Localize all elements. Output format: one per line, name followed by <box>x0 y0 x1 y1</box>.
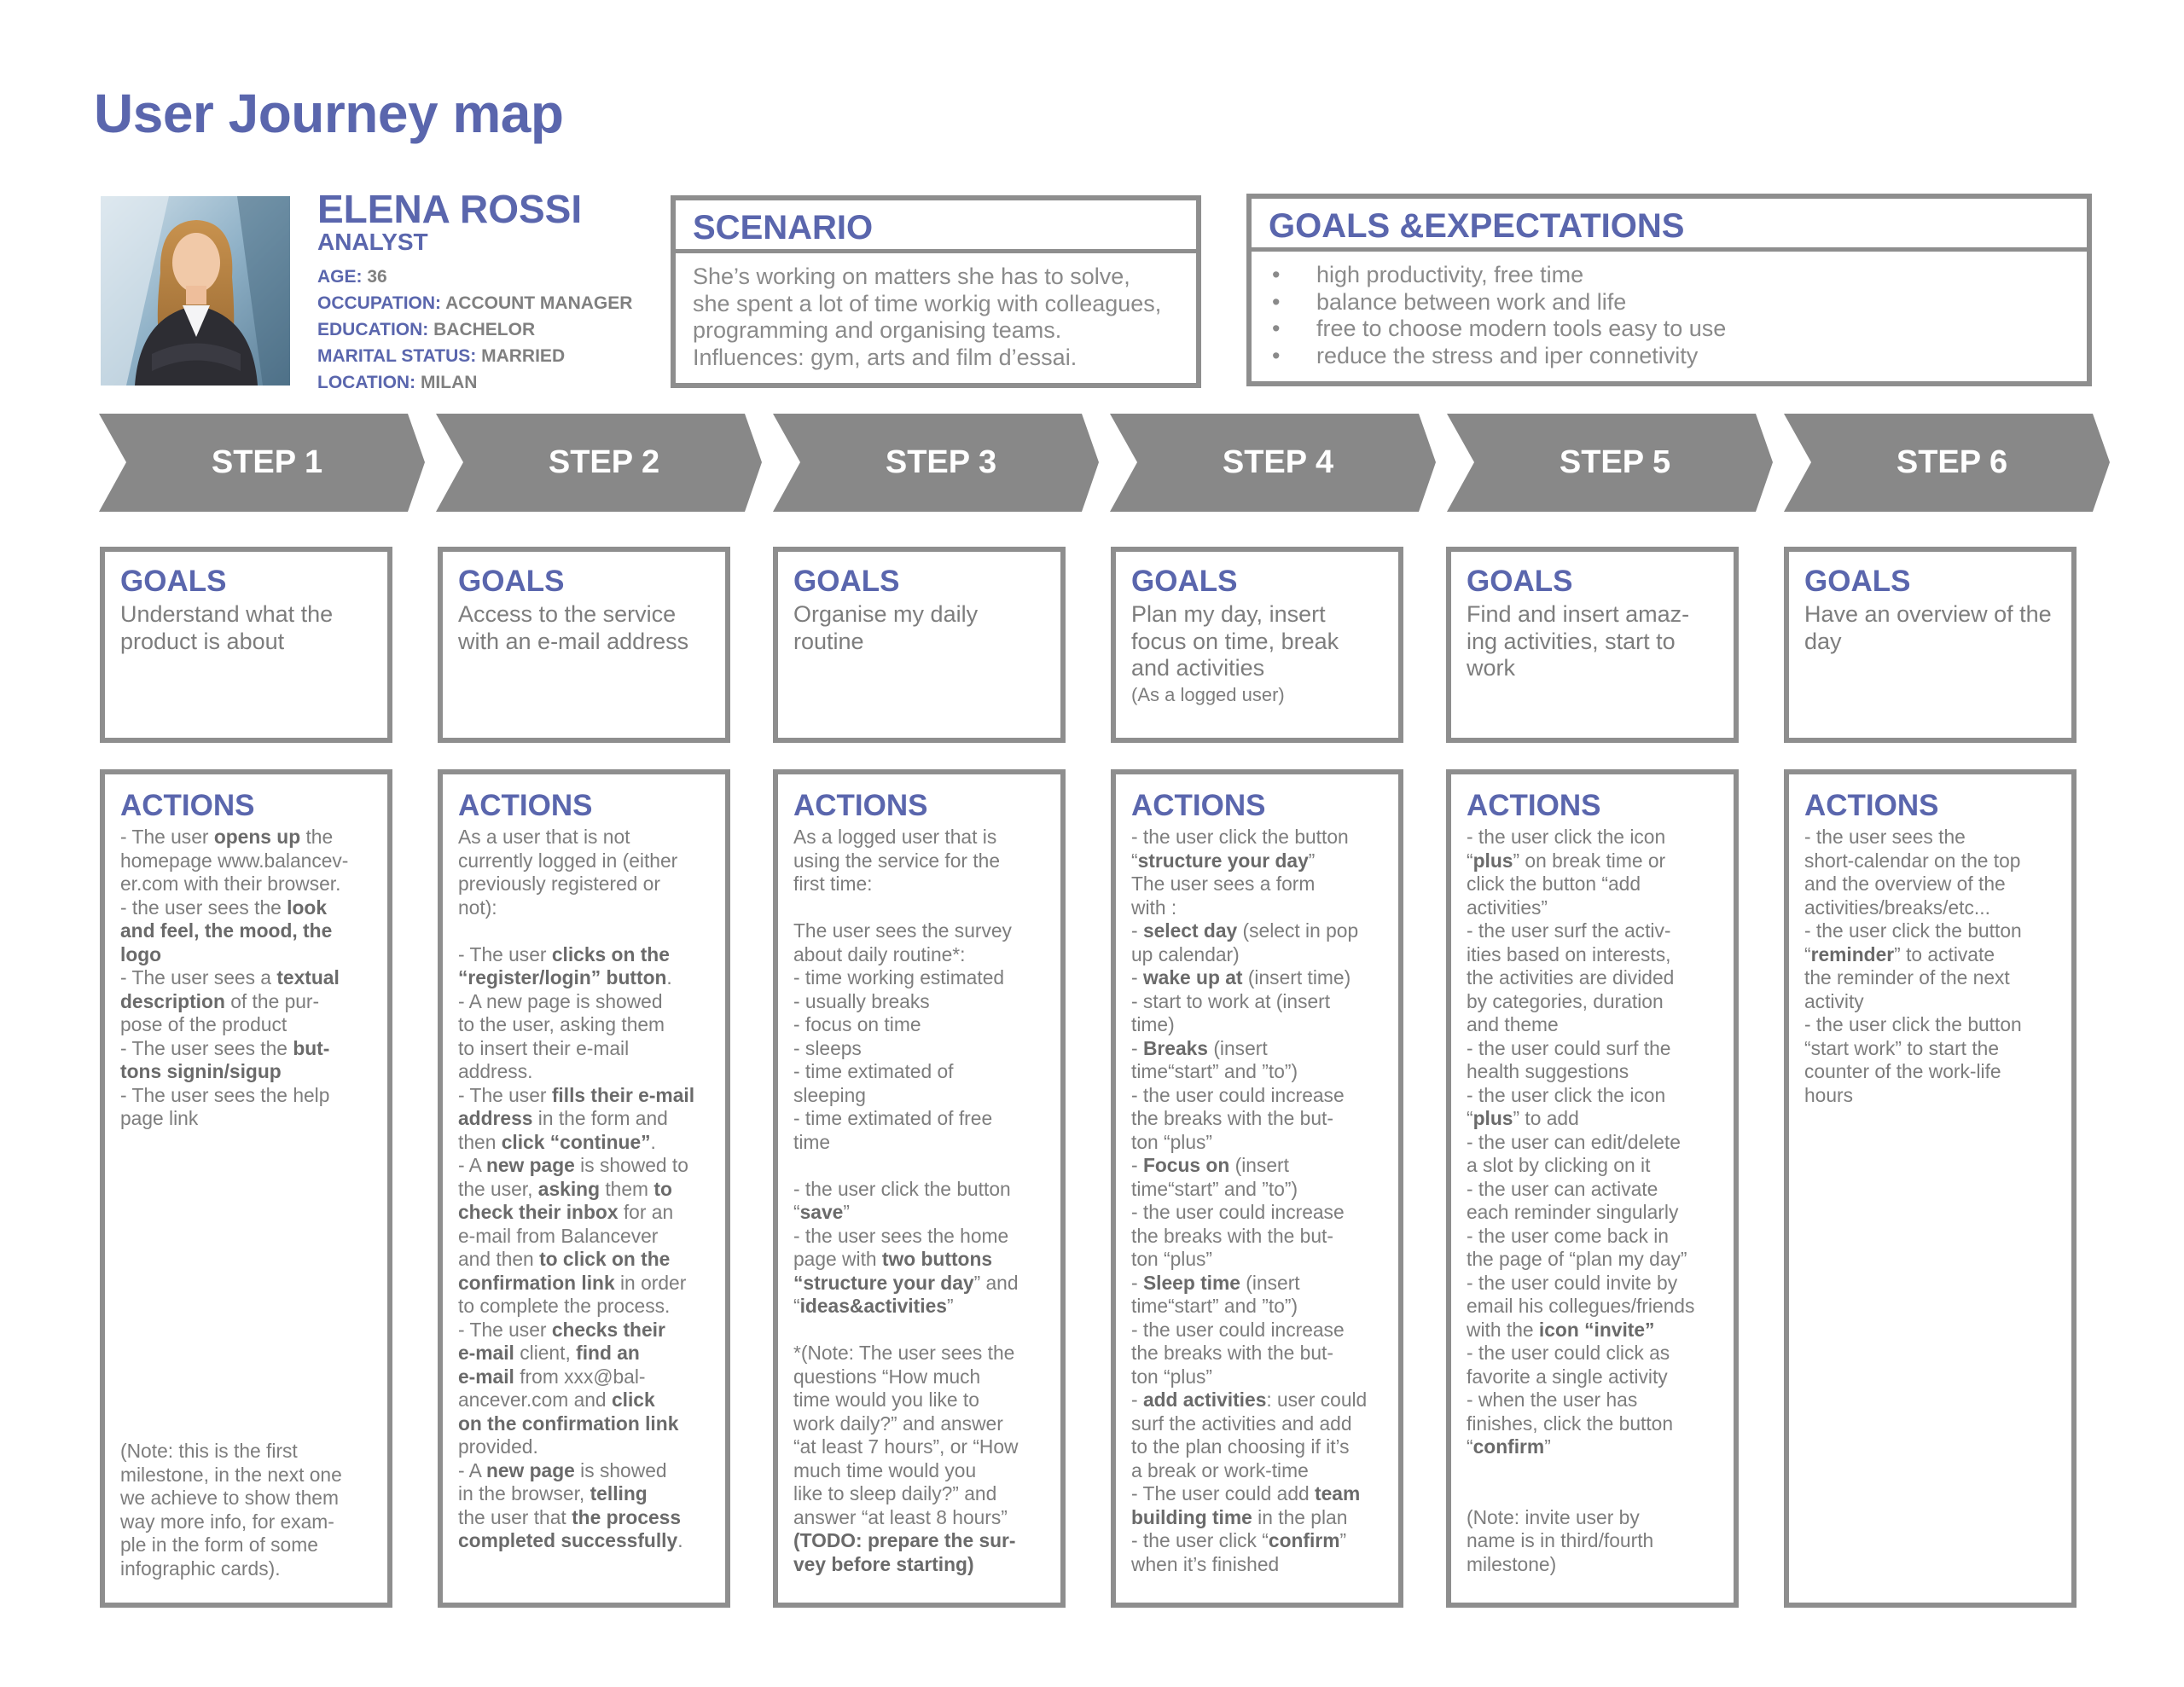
goals-heading: GOALS <box>458 565 710 598</box>
goals-heading: GOALS <box>1804 565 2056 598</box>
actions-heading: ACTIONS <box>793 790 1045 822</box>
actions-heading: ACTIONS <box>120 790 372 822</box>
step-3-label: STEP 3 <box>800 413 1082 512</box>
step-6-label: STEP 6 <box>1811 413 2093 512</box>
goal-note: (As a logged user) <box>1131 682 1383 708</box>
step-5-actions-box: ACTIONS - the user click the icon“plus” … <box>1446 769 1739 1608</box>
goal-text: Have an overview of the day <box>1804 601 2056 655</box>
actions-text: - the user click the button“structure yo… <box>1131 826 1383 1576</box>
actions-text: - the user click the icon“plus” on break… <box>1467 826 1718 1576</box>
step-1-actions-box: ACTIONS - The user opens up the homepage… <box>100 769 392 1608</box>
goal-text: Organise my daily routine <box>793 601 1045 655</box>
goal-text: Plan my day, insert focus on time, break… <box>1131 601 1383 682</box>
step-4-label: STEP 4 <box>1137 413 1419 512</box>
step-5-goals-box: GOALS Find and insert amaz-ing activitie… <box>1446 547 1739 743</box>
actions-heading: ACTIONS <box>458 790 710 822</box>
step-1-label: STEP 1 <box>126 413 408 512</box>
step-4-actions-box: ACTIONS - the user click the button“stru… <box>1111 769 1403 1608</box>
step-4-goals-box: GOALS Plan my day, insert focus on time,… <box>1111 547 1403 743</box>
step-6-goals-box: GOALS Have an overview of the day <box>1784 547 2077 743</box>
step-5-label: STEP 5 <box>1474 413 1756 512</box>
goal-text: Find and insert amaz-ing activities, sta… <box>1467 601 1718 682</box>
step-3-goals-box: GOALS Organise my daily routine <box>773 547 1066 743</box>
step-2-goals-box: GOALS Access to the service with an e-ma… <box>438 547 730 743</box>
goals-heading: GOALS <box>120 565 372 598</box>
goals-heading: GOALS <box>1467 565 1718 598</box>
goals-heading: GOALS <box>1131 565 1383 598</box>
goal-text: Understand what the product is about <box>120 601 372 655</box>
actions-text: - The user opens up the homepage www.bal… <box>120 826 372 1131</box>
step-1-goals-box: GOALS Understand what the product is abo… <box>100 547 392 743</box>
goal-text: Access to the service with an e-mail add… <box>458 601 710 655</box>
step-2-label: STEP 2 <box>463 413 745 512</box>
actions-heading: ACTIONS <box>1804 790 2056 822</box>
goals-heading: GOALS <box>793 565 1045 598</box>
actions-heading: ACTIONS <box>1467 790 1718 822</box>
actions-heading: ACTIONS <box>1131 790 1383 822</box>
